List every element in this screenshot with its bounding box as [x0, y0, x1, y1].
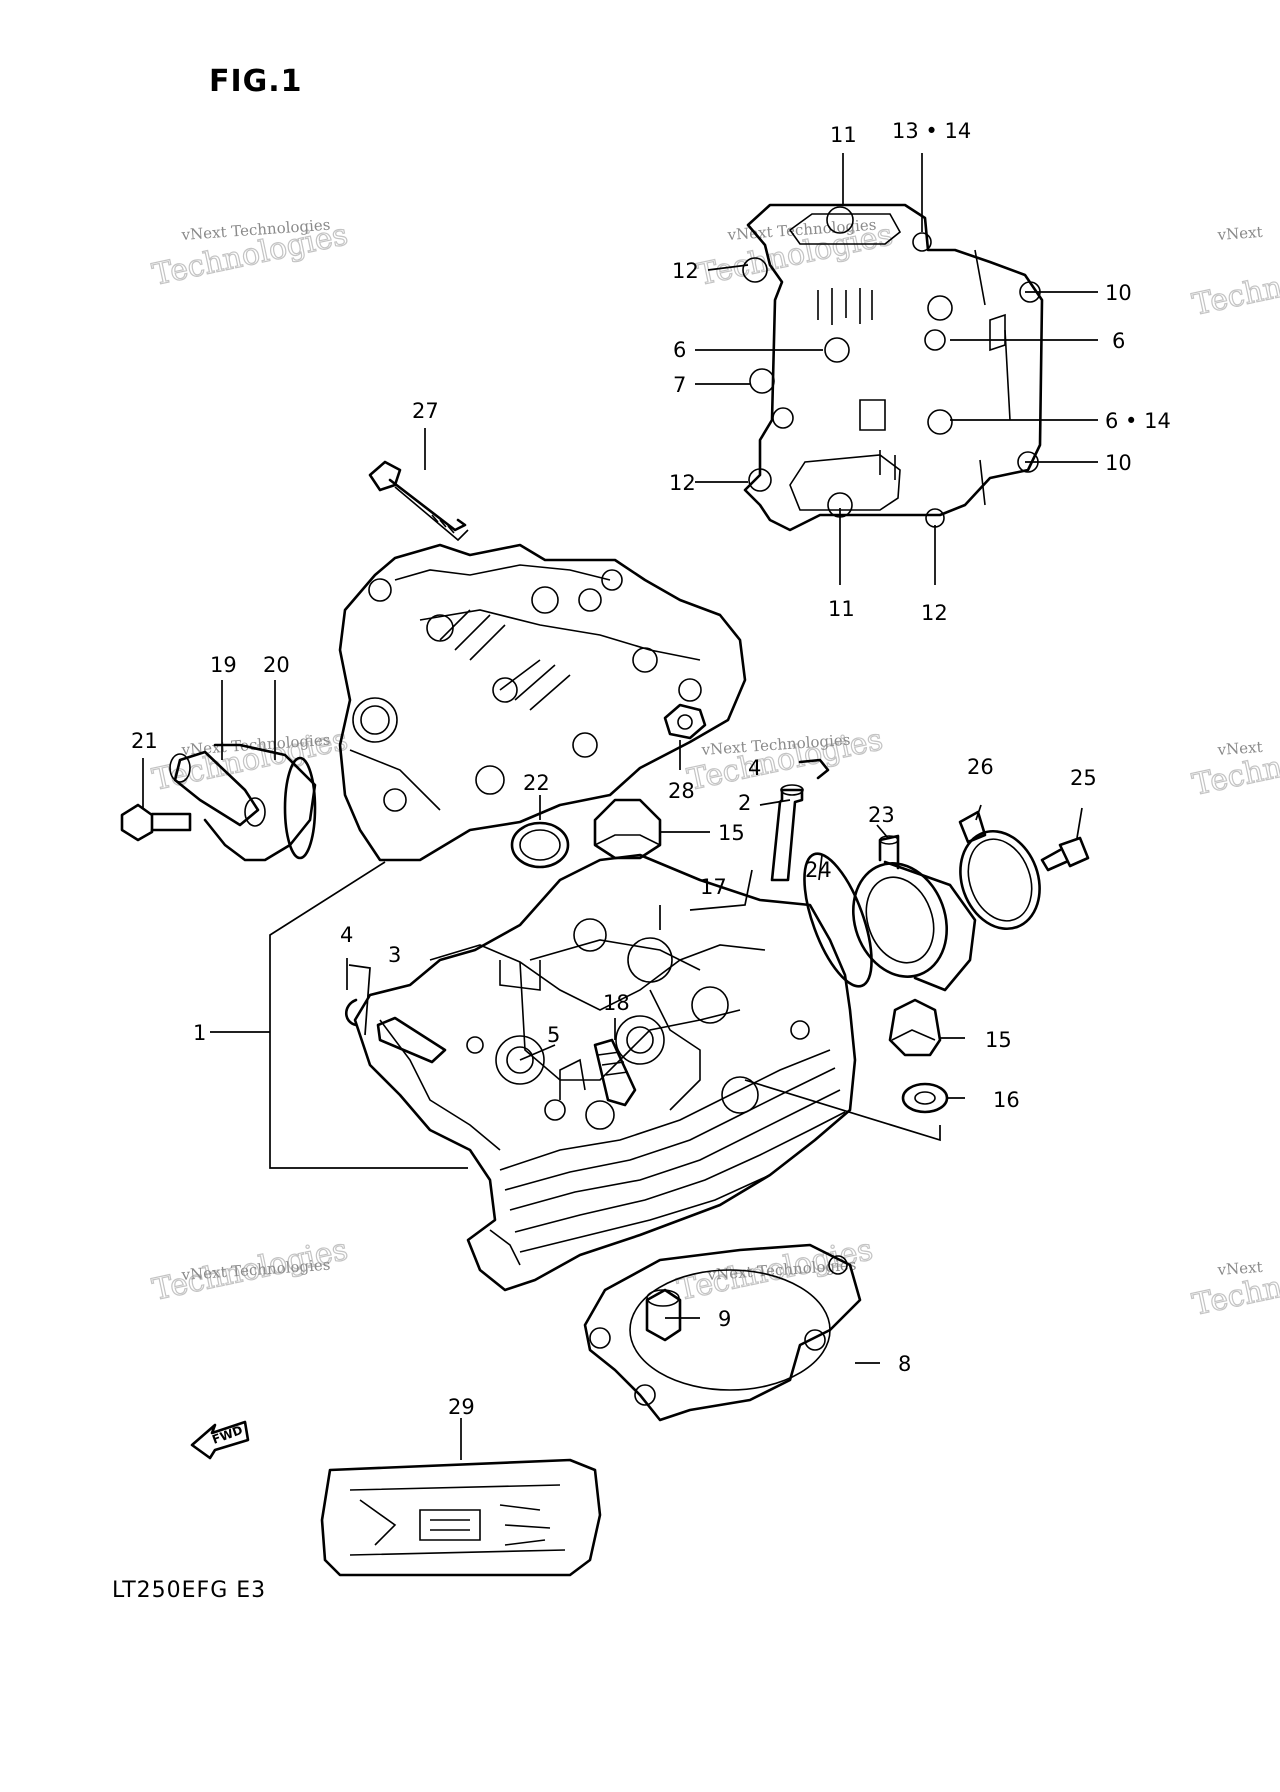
- callout-21: 21: [131, 729, 158, 753]
- watermark: Technologies vNext: [1189, 1247, 1280, 1324]
- watermark: Technologies vNext: [1189, 223, 1280, 324]
- figure-title: FIG.1: [209, 64, 303, 99]
- callout-29: 29: [448, 1395, 475, 1419]
- callout-13-14: 13 • 14: [892, 119, 971, 143]
- cylinder-head: [353, 853, 857, 1292]
- callout-28: 28: [668, 779, 695, 803]
- callout-12: 12: [921, 601, 948, 625]
- callout-19: 19: [210, 653, 237, 677]
- intake-pipe-23: [851, 834, 977, 992]
- svg-text:Technologies: Technologies: [1189, 727, 1280, 803]
- svg-text:vNext: vNext: [1216, 1258, 1263, 1279]
- callout-1: 1: [193, 1021, 206, 1045]
- cap-nut-15: [593, 798, 662, 860]
- callout-4: 4: [748, 756, 761, 780]
- watermark: Technologies vNext Technologies: [149, 1232, 352, 1309]
- callout-6-14: 6 • 14: [1105, 409, 1171, 433]
- washer-16: [901, 1082, 949, 1114]
- callout-4: 4: [340, 923, 353, 947]
- callout-26: 26: [967, 755, 994, 779]
- o-ring-22: [510, 821, 570, 869]
- callout-12: 12: [672, 259, 699, 283]
- callout-9: 9: [718, 1307, 731, 1331]
- callout-25: 25: [1070, 766, 1097, 790]
- callout-10: 10: [1105, 451, 1132, 475]
- callout-labels: 11 13 • 14 12 10 6 6 7 6 • 14 10 12 11 1…: [131, 119, 1171, 1419]
- fwd-arrow-icon: FWD: [190, 1420, 250, 1460]
- thermostat-cover: [169, 743, 317, 862]
- svg-text:Technologies: Technologies: [1189, 1247, 1280, 1323]
- watermark: Technologies vNext: [1189, 727, 1280, 804]
- callout-11: 11: [830, 123, 857, 147]
- leader-lines: [142, 153, 1098, 1460]
- callout-23: 23: [868, 803, 895, 827]
- callout-17: 17: [700, 875, 727, 899]
- callout-24: 24: [805, 858, 832, 882]
- callout-5: 5: [547, 1023, 560, 1047]
- callout-11: 11: [828, 597, 855, 621]
- valve-guide-2: [770, 784, 804, 882]
- callout-3: 3: [388, 943, 401, 967]
- callout-15: 15: [718, 821, 745, 845]
- o-ring-24: [803, 852, 873, 988]
- callout-7: 7: [673, 373, 686, 397]
- clamp-26: [958, 810, 1041, 931]
- clip-4b: [798, 758, 830, 780]
- callout-20: 20: [263, 653, 290, 677]
- svg-text:Technologies: Technologies: [1189, 247, 1280, 323]
- callout-6: 6: [673, 338, 686, 362]
- watermarks: Technologies vNext Technologies Technolo…: [149, 216, 1280, 1324]
- callout-12: 12: [669, 471, 696, 495]
- callout-22: 22: [523, 771, 550, 795]
- callout-8: 8: [898, 1352, 911, 1376]
- svg-text:vNext: vNext: [1216, 223, 1263, 244]
- callout-10: 10: [1105, 281, 1132, 305]
- callout-27: 27: [412, 399, 439, 423]
- cap-nut-15b: [888, 998, 942, 1057]
- spark-plug-18: [593, 1038, 637, 1107]
- head-gasket-8: [583, 1243, 862, 1422]
- callout-2: 2: [738, 791, 751, 815]
- callout-6: 6: [1112, 329, 1125, 353]
- screw-25: [1040, 836, 1090, 872]
- model-code: LT250EFG E3: [112, 1578, 267, 1603]
- callout-bracket-1: [210, 861, 468, 1169]
- callout-16: 16: [993, 1088, 1020, 1112]
- clip-4: [344, 998, 358, 1027]
- callout-15: 15: [985, 1028, 1012, 1052]
- callout-18: 18: [603, 991, 630, 1015]
- cylinder-head-cover: [338, 543, 747, 862]
- bolt-21: [120, 803, 192, 842]
- svg-text:vNext: vNext: [1216, 738, 1263, 759]
- dowel-pin-9: [645, 1288, 682, 1342]
- stud-3: [376, 1016, 447, 1064]
- nut-28: [663, 703, 707, 740]
- bolt-27: [368, 460, 469, 542]
- watermark: Technologies vNext Technologies: [149, 216, 352, 294]
- caution-label-29: [320, 1458, 602, 1577]
